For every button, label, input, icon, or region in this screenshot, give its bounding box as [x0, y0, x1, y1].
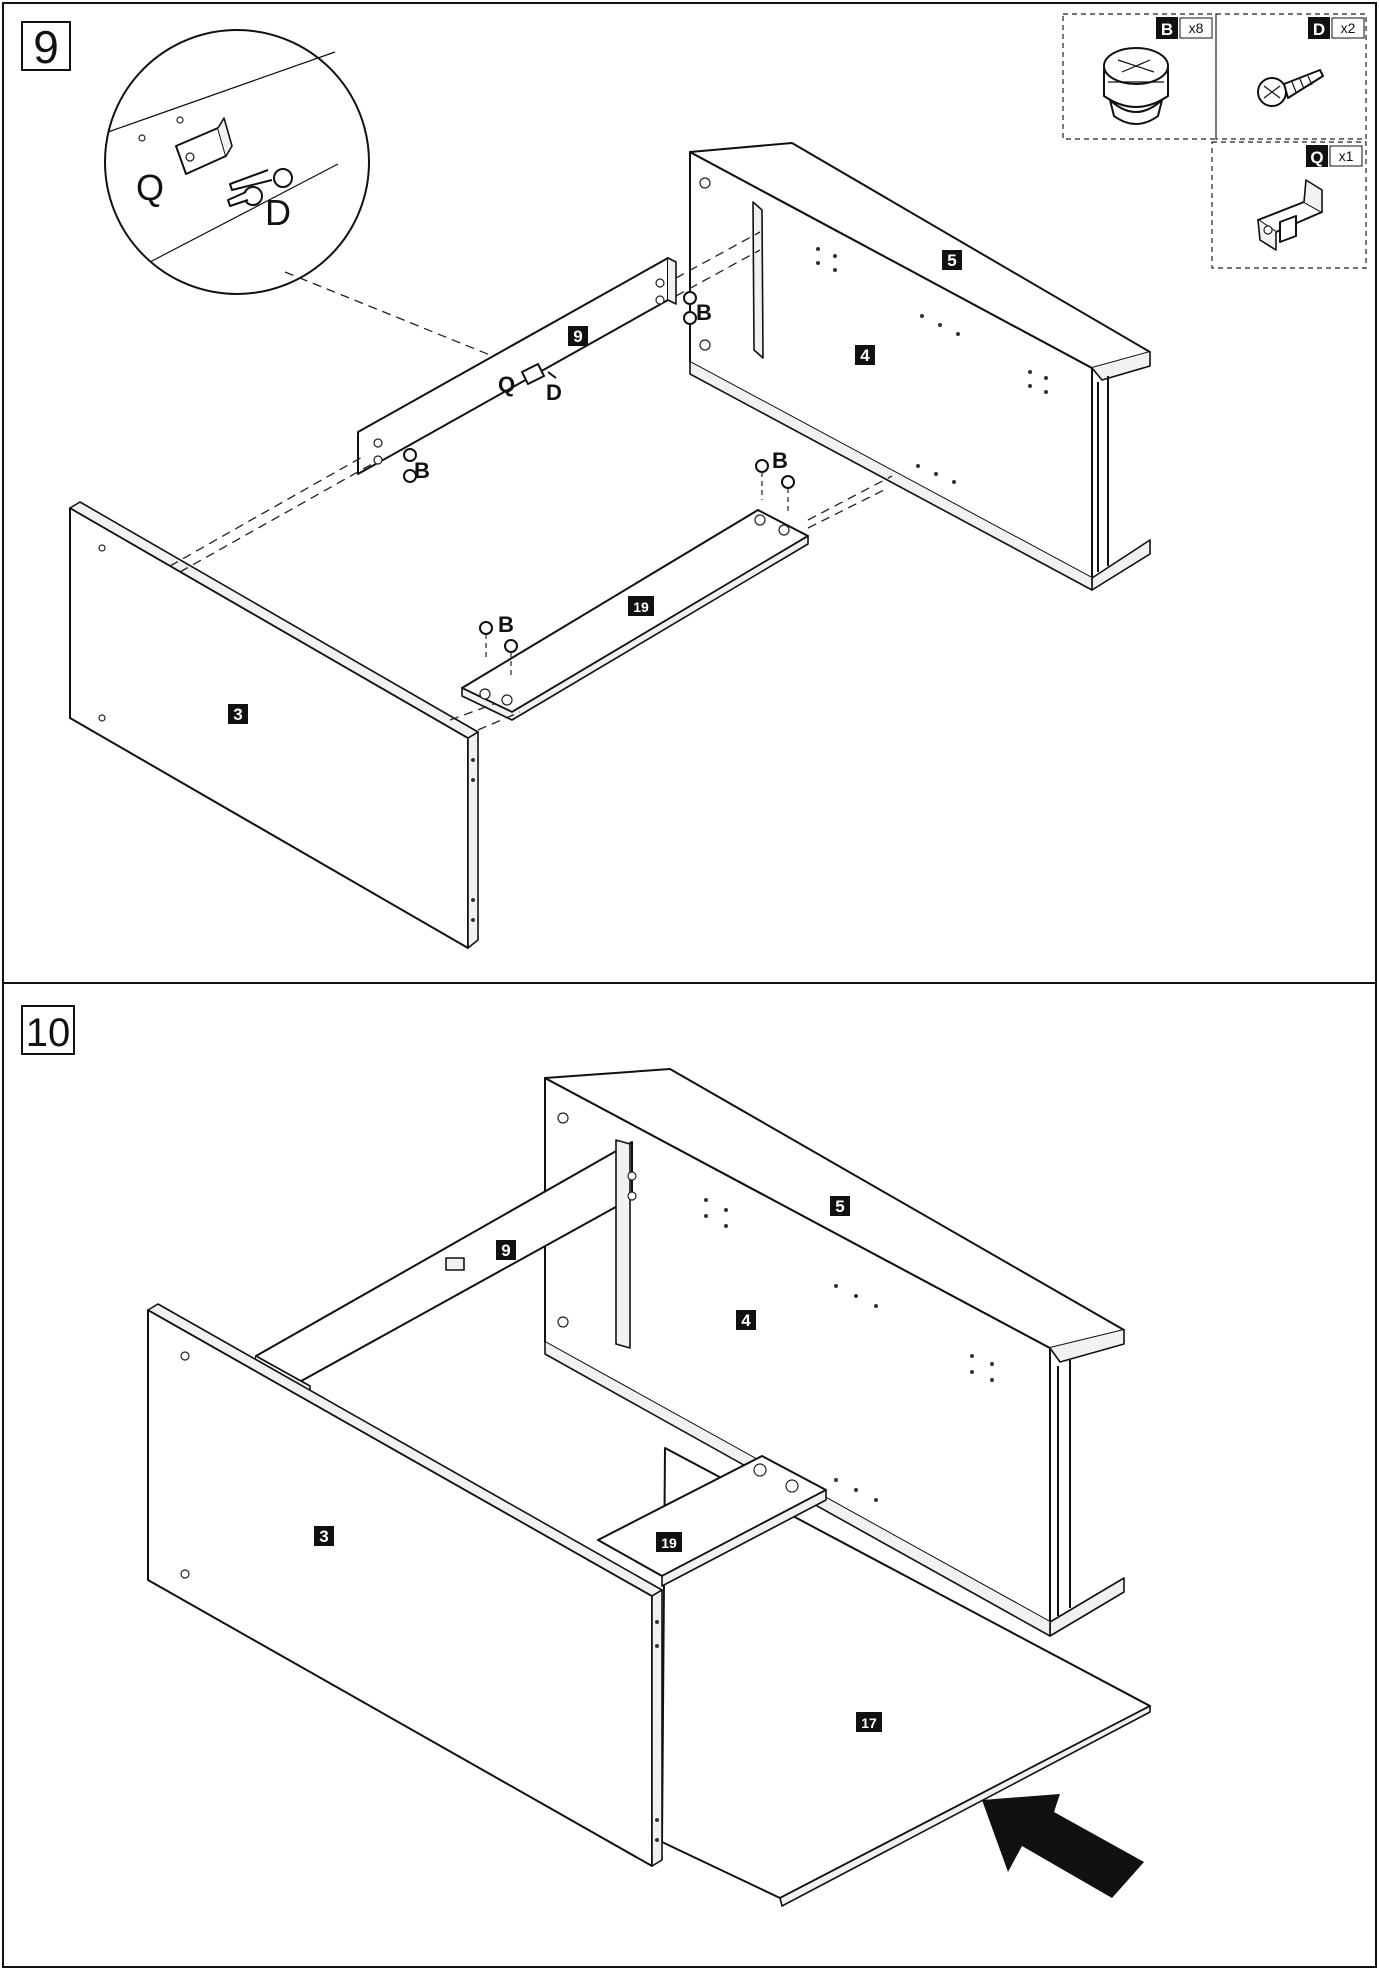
hardware-tag-q	[1306, 145, 1328, 167]
callout-b: B	[696, 300, 712, 325]
corner-bracket-icon	[1257, 179, 1323, 251]
hardware-code-b: B	[1161, 20, 1173, 39]
rail-panel-9	[357, 257, 677, 475]
hardware-qty-b: x8	[1189, 20, 1204, 36]
callout-b: B	[772, 448, 788, 473]
detail-circle	[104, 29, 370, 295]
insert-direction-arrow	[982, 1794, 1144, 1898]
part-tag-9: 9	[501, 1241, 510, 1260]
hardware-qty-d: x2	[1341, 20, 1356, 36]
hardware-box-b	[1062, 13, 1217, 140]
part-tag-3: 3	[319, 1527, 328, 1546]
detail-screw-icon	[229, 168, 293, 191]
part-tag-19: 19	[661, 1535, 677, 1551]
hardware-tag-b	[1156, 17, 1178, 39]
step-number-box	[21, 21, 71, 71]
hardware-qty-box-b	[1179, 17, 1213, 39]
step-number-box	[21, 1005, 75, 1055]
part-tag-9: 9	[573, 327, 582, 346]
part-tag-3: 3	[233, 705, 242, 724]
hardware-box-q	[1211, 141, 1367, 269]
detail-magnifier: Q D	[104, 29, 370, 295]
hardware-code-q: Q	[1310, 148, 1323, 167]
rail-bracket-q	[521, 363, 557, 385]
callout-d: D	[546, 380, 562, 405]
step-9: 9 B x8 D x2 Q x1	[21, 13, 1367, 949]
hardware-legend: B x8 D x2 Q x1	[1062, 13, 1367, 269]
bottom-panel-17	[661, 1447, 1151, 1907]
cam-fittings	[403, 291, 795, 676]
screw-icon	[1257, 69, 1324, 107]
callout-b: B	[414, 458, 430, 483]
part-tag-4: 4	[741, 1311, 751, 1330]
front-panel-3	[69, 501, 479, 949]
hardware-qty-box-q	[1329, 145, 1363, 167]
hardware-qty-box-d	[1331, 17, 1365, 39]
part-tag-5: 5	[835, 1197, 844, 1216]
detail-screw-icon	[227, 186, 263, 207]
hardware-qty-q: x1	[1339, 148, 1354, 164]
cam-lock-icon	[1103, 47, 1169, 125]
callout-b: B	[498, 612, 514, 637]
step-10: 10	[21, 1005, 1151, 1907]
part-tag-19: 19	[633, 599, 649, 615]
bottom-rail-19	[597, 1455, 827, 1587]
front-panel-3	[147, 1303, 663, 1867]
step-number: 10	[26, 1011, 71, 1055]
hardware-tag-d	[1308, 17, 1330, 39]
hardware-box-d	[1215, 13, 1367, 140]
assembly-guide-lines	[169, 231, 893, 731]
callout-q: Q	[498, 372, 515, 397]
part-tag-5: 5	[947, 251, 956, 270]
detail-letter-d: D	[265, 192, 291, 233]
step-number: 9	[33, 21, 59, 73]
part-tag-17: 17	[861, 1715, 877, 1731]
detail-letter-q: Q	[136, 167, 164, 208]
hardware-code-d: D	[1313, 20, 1325, 39]
part-tag-4: 4	[860, 346, 870, 365]
